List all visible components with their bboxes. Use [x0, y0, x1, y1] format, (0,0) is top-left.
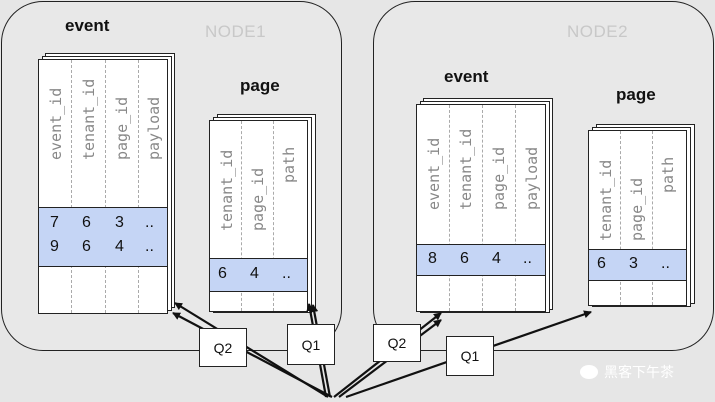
table-cell: 6 [597, 255, 606, 272]
table-cell: 6 [460, 250, 469, 267]
highlighted-rows [39, 207, 167, 267]
arrow-line [172, 312, 333, 398]
node1-page-title: page [240, 76, 280, 95]
table-cell: .. [145, 238, 154, 255]
node1-label: NODE1 [205, 22, 267, 41]
node2-event-title: event [444, 67, 489, 86]
column-divider [273, 121, 274, 311]
query-box-q1-node2: Q1 [446, 336, 494, 376]
table-cell: 6 [82, 214, 91, 231]
table-cell: 4 [250, 265, 259, 282]
table-cell: 8 [428, 250, 437, 267]
column-divider [105, 60, 106, 313]
column-divider [241, 121, 242, 311]
watermark-text: 黑客下午茶 [604, 364, 674, 380]
column-divider [652, 131, 653, 305]
column-divider [138, 60, 139, 313]
column-divider [449, 105, 450, 311]
query-box-q1-node1: Q1 [287, 324, 335, 365]
highlighted-rows [589, 249, 686, 281]
node2-page-table: tenant_id page_id path 6 3 .. [588, 130, 687, 306]
column-divider [620, 131, 621, 305]
column-divider [71, 60, 72, 313]
table-cell: .. [282, 265, 291, 282]
column-divider [515, 105, 516, 311]
query-box-q2-node2: Q2 [373, 324, 421, 362]
highlighted-rows [417, 244, 545, 276]
column-divider [482, 105, 483, 311]
table-cell: .. [523, 250, 532, 267]
table-cell: 4 [115, 238, 124, 255]
wechat-icon [580, 365, 598, 379]
table-cell: 3 [115, 214, 124, 231]
table-cell: .. [145, 214, 154, 231]
highlighted-rows [210, 258, 307, 292]
node1-page-table: tenant_id page_id path 6 4 .. [209, 120, 308, 312]
node2-label: NODE2 [567, 22, 629, 41]
table-cell: 3 [629, 255, 638, 272]
table-cell: 6 [82, 238, 91, 255]
node2-event-table: event_id tenant_id page_id payload 8 6 4… [416, 104, 546, 312]
table-cell: 7 [50, 214, 59, 231]
node1-event-table: event_id tenant_id page_id payload 7 6 3… [38, 59, 168, 314]
node1-event-title: event [65, 16, 110, 35]
node2-page-title: page [616, 85, 656, 104]
table-cell: 9 [50, 238, 59, 255]
table-cell: 6 [218, 265, 227, 282]
query-box-q2-node1: Q2 [199, 328, 247, 367]
watermark: 黑客下午茶 [580, 362, 674, 382]
table-cell: 4 [492, 250, 501, 267]
table-cell: .. [661, 255, 670, 272]
